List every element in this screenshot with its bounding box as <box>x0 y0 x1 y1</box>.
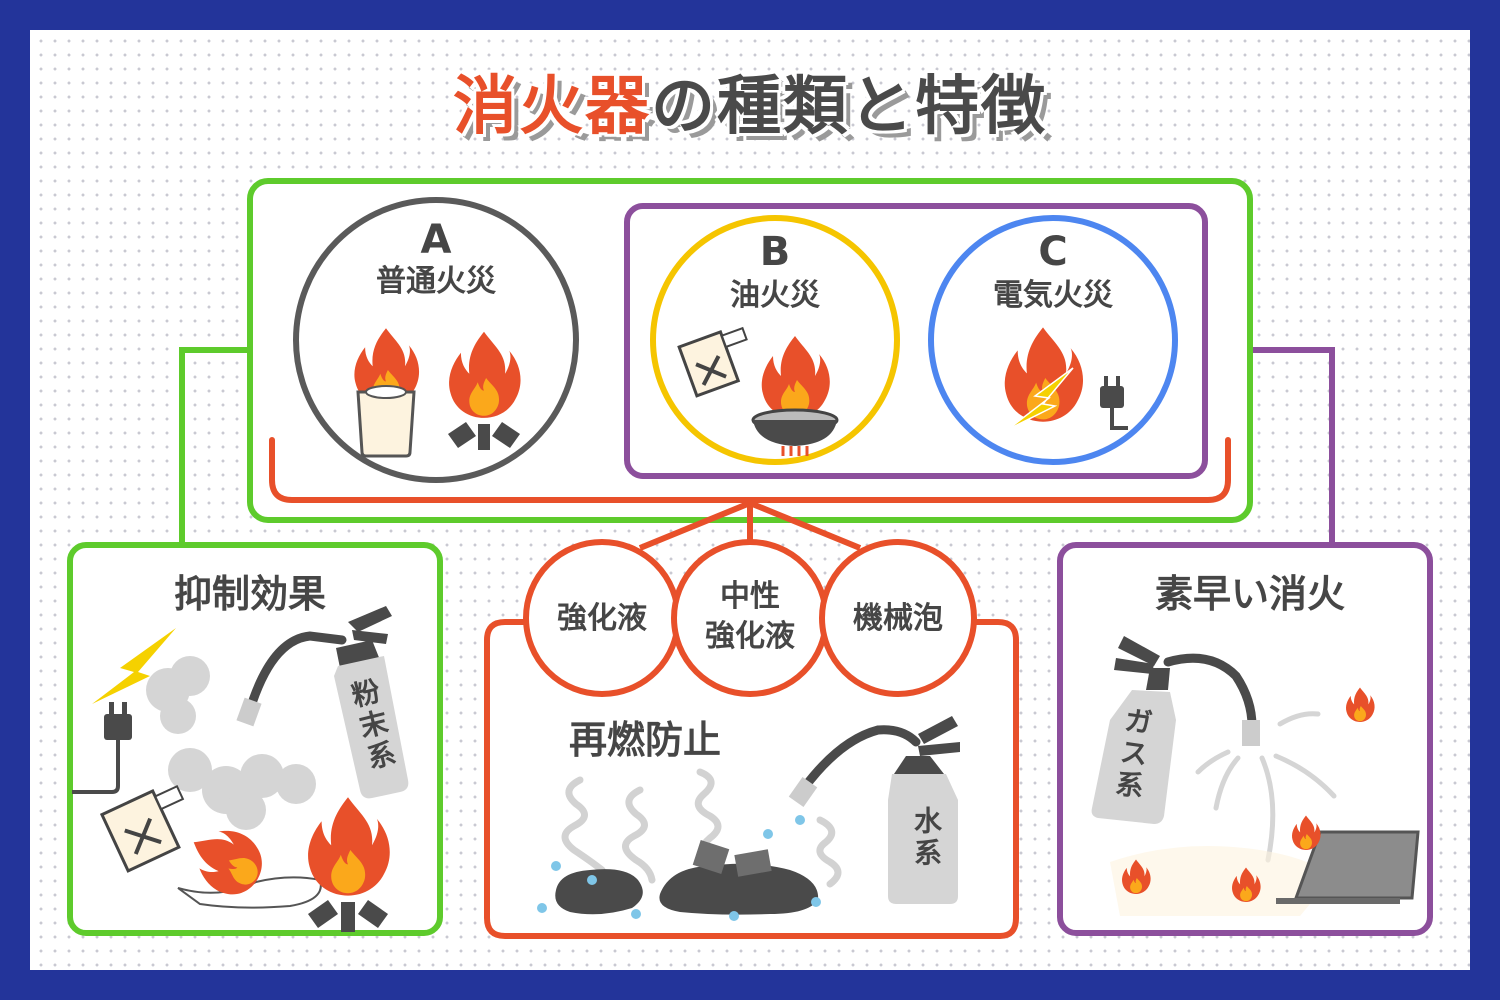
water-drops <box>537 815 821 921</box>
bubble-label-3: 機械泡 <box>853 601 943 636</box>
bubble-label-1: 強化液 <box>557 601 647 636</box>
page-title: 消火器の種類と特徴 <box>0 62 1500 152</box>
plug-cord-icon <box>72 702 132 794</box>
campfire-icon <box>448 331 521 450</box>
powder-extinguisher-icon <box>236 606 409 799</box>
class-b-ring <box>650 215 900 465</box>
gas-spray-lines <box>1195 711 1337 863</box>
laptop-icon <box>1276 830 1420 904</box>
smoke-wisps <box>561 768 842 888</box>
water-type-label: 水系 <box>910 806 943 870</box>
title-rest: の種類と特徴 <box>651 70 1047 144</box>
pan-fire-icon <box>751 336 839 456</box>
desk-surface <box>1110 846 1330 916</box>
charred-debris-icon <box>555 840 819 915</box>
green-connector <box>179 347 250 548</box>
oil-can-icon <box>677 326 748 398</box>
plug-icon <box>1100 376 1128 430</box>
electric-fire-icon <box>1004 327 1084 431</box>
title-accent: 消火器 <box>453 70 651 144</box>
red-bracket <box>269 437 1231 503</box>
bucket-fire-icon <box>354 328 420 458</box>
class-a-label: 普通火災 <box>376 264 496 299</box>
class-c-letter: C <box>1038 229 1068 275</box>
center-panel-frame <box>484 619 1019 939</box>
class-b-label: 油火災 <box>730 278 820 313</box>
lightning-icon <box>92 628 176 704</box>
bubble-label-2a: 中性 <box>720 579 780 614</box>
left-panel-title: 抑制効果 <box>173 572 326 616</box>
class-c-label: 電気火災 <box>993 278 1113 313</box>
powder-cloud <box>146 656 316 830</box>
center-panel-title: 再燃防止 <box>568 718 721 762</box>
bubble-label-2b: 強化液 <box>705 619 795 654</box>
bubble-mechanical-foam <box>819 539 977 697</box>
class-b-letter: B <box>759 229 791 275</box>
campfire-icon-left <box>308 797 390 932</box>
gas-extinguisher-icon <box>1091 636 1260 824</box>
water-extinguisher-icon <box>788 716 960 904</box>
right-panel-title: 素早い消火 <box>1154 572 1345 616</box>
class-a-letter: A <box>420 217 452 263</box>
oil-can-icon-left <box>99 784 185 873</box>
